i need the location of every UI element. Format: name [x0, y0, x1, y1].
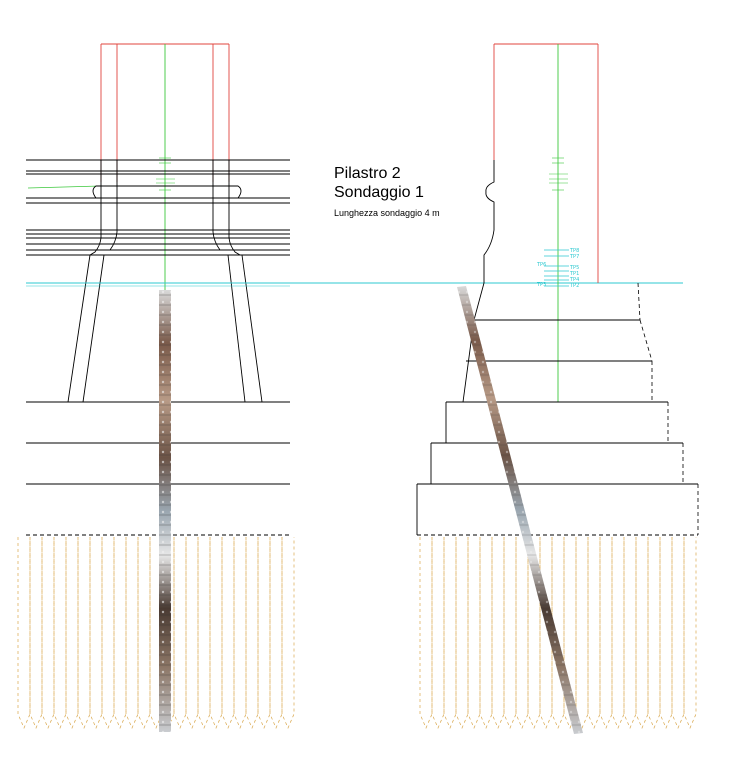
tag-tp4: TP4: [569, 277, 579, 283]
right-pile-21: [671, 537, 685, 729]
right-pile-13: [575, 537, 589, 729]
left-pile-3: [53, 537, 67, 729]
right-pile-3: [455, 537, 469, 729]
right-pile-18: [635, 537, 649, 729]
left-pile-20: [257, 537, 271, 729]
left-shaft: [67, 254, 263, 403]
title-sondaggio: Sondaggio 1: [334, 184, 424, 201]
right-pile-16: [611, 537, 625, 729]
right-tag-lines: [544, 249, 569, 287]
tag-tp1: TP1: [569, 271, 579, 277]
left-pile-14: [185, 537, 199, 729]
right-pile-6: [491, 537, 505, 729]
left-pile-17: [221, 537, 235, 729]
left-foundation: [26, 401, 290, 536]
left-capital: [26, 159, 290, 256]
left-pile-9: [125, 537, 139, 729]
right-pile-1: [431, 537, 445, 729]
left-pile-4: [65, 537, 79, 729]
left-pile-7: [101, 537, 115, 729]
right-profile-outline: [462, 160, 495, 403]
right-pile-9: [527, 537, 541, 729]
right-pile-10: [539, 537, 553, 729]
right-pile-0: [419, 537, 433, 729]
left-pile-21: [269, 537, 283, 729]
left-red-column: [100, 43, 230, 182]
title-pilastro: Pilastro 2: [334, 165, 401, 182]
tag-tp3: TP3: [536, 282, 546, 288]
tag-tp5: TP5: [569, 265, 579, 271]
left-pile-13: [173, 537, 187, 729]
right-pile-17: [623, 537, 637, 729]
left-core-sample: [159, 290, 171, 732]
right-pile-14: [587, 537, 601, 729]
right-green-markers: [549, 157, 568, 191]
right-pile-5: [479, 537, 493, 729]
left-pile-5: [77, 537, 91, 729]
right-red-column: [493, 43, 599, 283]
right-piles: [419, 537, 697, 729]
subtitle-lunghezza: Lunghezza sondaggio 4 m: [334, 208, 440, 218]
right-core-sample: [457, 286, 583, 734]
left-pile-10: [137, 537, 151, 729]
title-block: Pilastro 2 Sondaggio 1 Lunghezza sondagg…: [334, 164, 440, 218]
right-pile-19: [647, 537, 661, 729]
right-pile-2: [443, 537, 457, 729]
left-pile-22: [281, 537, 295, 729]
left-pile-15: [197, 537, 211, 729]
left-pile-18: [233, 537, 247, 729]
right-tag-labels: TP8 TP7 TP6 TP5 TP1 TP4 TP3 TP2: [536, 248, 579, 289]
tag-tp6: TP6: [536, 262, 546, 268]
left-pile-1: [29, 537, 43, 729]
right-pile-7: [503, 537, 517, 729]
left-pile-2: [41, 537, 55, 729]
left-pile-19: [245, 537, 259, 729]
tag-tp2: TP2: [569, 283, 579, 289]
right-elevation: [416, 43, 699, 536]
right-pile-20: [659, 537, 673, 729]
right-steps: [416, 319, 698, 536]
right-pile-4: [467, 537, 481, 729]
left-pile-0: [17, 537, 31, 729]
left-pile-6: [89, 537, 103, 729]
left-pile-16: [209, 537, 223, 729]
left-piles: [17, 537, 295, 729]
right-dashed-edges: [637, 282, 699, 535]
tag-tp8: TP8: [569, 248, 579, 254]
left-pile-8: [113, 537, 127, 729]
right-pile-8: [515, 537, 529, 729]
cyan-level: [26, 282, 683, 287]
right-pile-15: [599, 537, 613, 729]
tag-tp7: TP7: [569, 254, 579, 260]
right-pile-22: [683, 537, 697, 729]
left-elevation: [26, 43, 290, 536]
right-pile-11: [551, 537, 565, 729]
right-pile-12: [563, 537, 577, 729]
